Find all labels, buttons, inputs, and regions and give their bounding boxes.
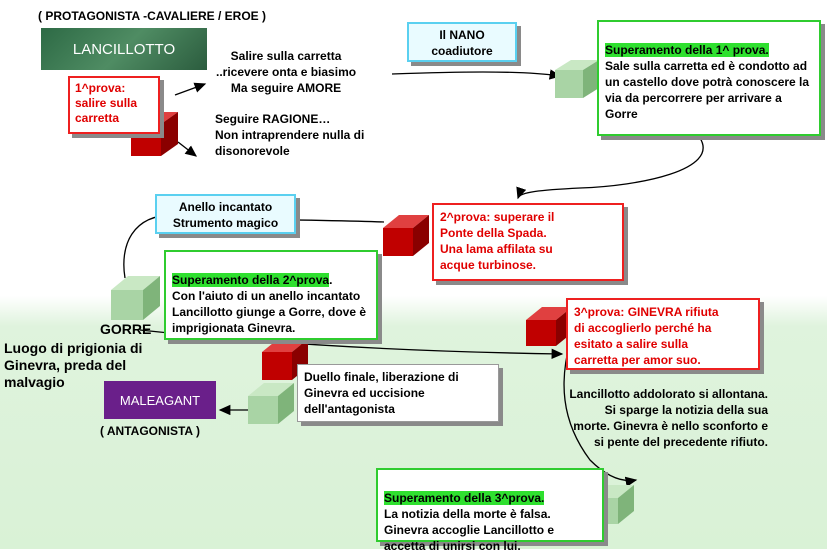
sup1-title: Superamento della 1^ prova.	[605, 43, 769, 57]
prova2-box: 2^prova: superare il Ponte della Spada. …	[432, 203, 624, 281]
hero-caption: ( PROTAGONISTA -CAVALIERE / EROE )	[38, 9, 266, 23]
arrow-prova1-to-carretta	[174, 82, 207, 96]
sup2-body: Con l'aiuto di un anello incantato Lanci…	[172, 289, 367, 335]
gorre-description: Luogo di prigionia di Ginevra, preda del…	[4, 340, 143, 390]
prova1-box: 1^prova: salire sulla carretta	[68, 76, 160, 134]
note-ragione: Seguire RAGIONE… Non intraprendere nulla…	[215, 112, 365, 158]
sup3-title: Superamento della 3^prova.	[384, 491, 545, 505]
cube-green-nano	[555, 60, 599, 98]
superamento-prova2-box: Superamento della 2^prova. Con l'aiuto d…	[164, 250, 378, 340]
villain-caption: ( ANTAGONISTA )	[100, 424, 200, 438]
note-addolorato: Lancillotto addolorato si allontana. Si …	[569, 387, 768, 449]
prova3-box: 3^prova: GINEVRA rifiuta di accoglierlo …	[566, 298, 760, 370]
arrow-sup1-to-prova2	[516, 137, 704, 200]
note-carretta: Salire sulla carretta ..ricevere onta e …	[216, 49, 357, 95]
cube-red-prova2	[383, 215, 429, 256]
duello-finale-box: Duello finale, liberazione di Ginevra ed…	[297, 364, 499, 422]
cube-green-gorre	[111, 276, 160, 320]
sup1-body: Sale sulla carretta ed è condotto ad un …	[605, 59, 810, 121]
hero-badge: LANCILLOTTO	[41, 28, 207, 70]
villain-badge: MALEAGANT	[104, 381, 216, 419]
arrow-prova3-to-sup3	[563, 341, 638, 487]
superamento-prova1-box: Superamento della 1^ prova. Sale sulla c…	[597, 20, 821, 136]
superamento-prova3-box: Superamento della 3^prova. La notizia de…	[376, 468, 604, 553]
anello-helper-box: Anello incantato Strumento magico	[155, 194, 296, 234]
nano-helper-box: Il NANO coadiutore	[407, 22, 517, 62]
cube-green-duello	[248, 383, 294, 424]
arrow-cube1-to-ragione	[177, 141, 198, 157]
sup2-title: Superamento della 2^prova	[172, 273, 330, 287]
gorre-title: GORRE	[100, 321, 152, 337]
arrow-carretta-to-sup1	[391, 69, 562, 80]
